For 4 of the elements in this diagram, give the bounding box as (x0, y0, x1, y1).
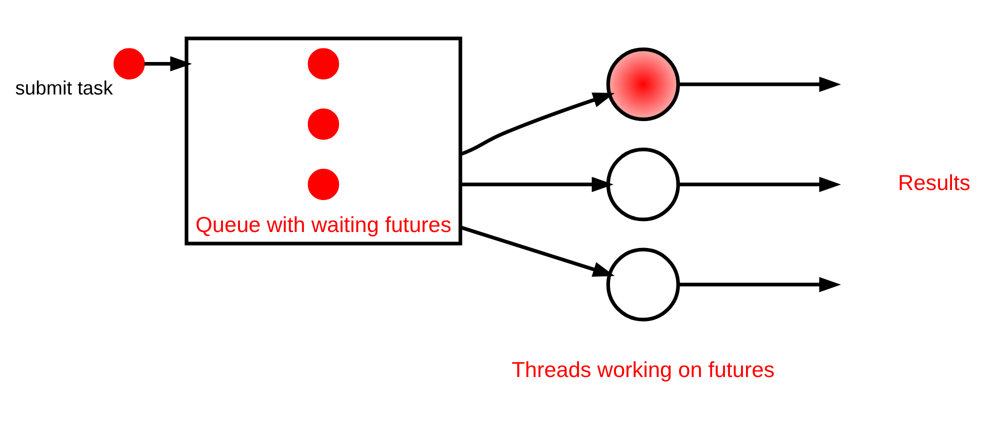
node-label: submit task (15, 78, 113, 99)
label: Threads working on futures (512, 356, 775, 382)
label: Results (898, 169, 970, 194)
node-label: Queue with waiting futures (196, 211, 452, 236)
